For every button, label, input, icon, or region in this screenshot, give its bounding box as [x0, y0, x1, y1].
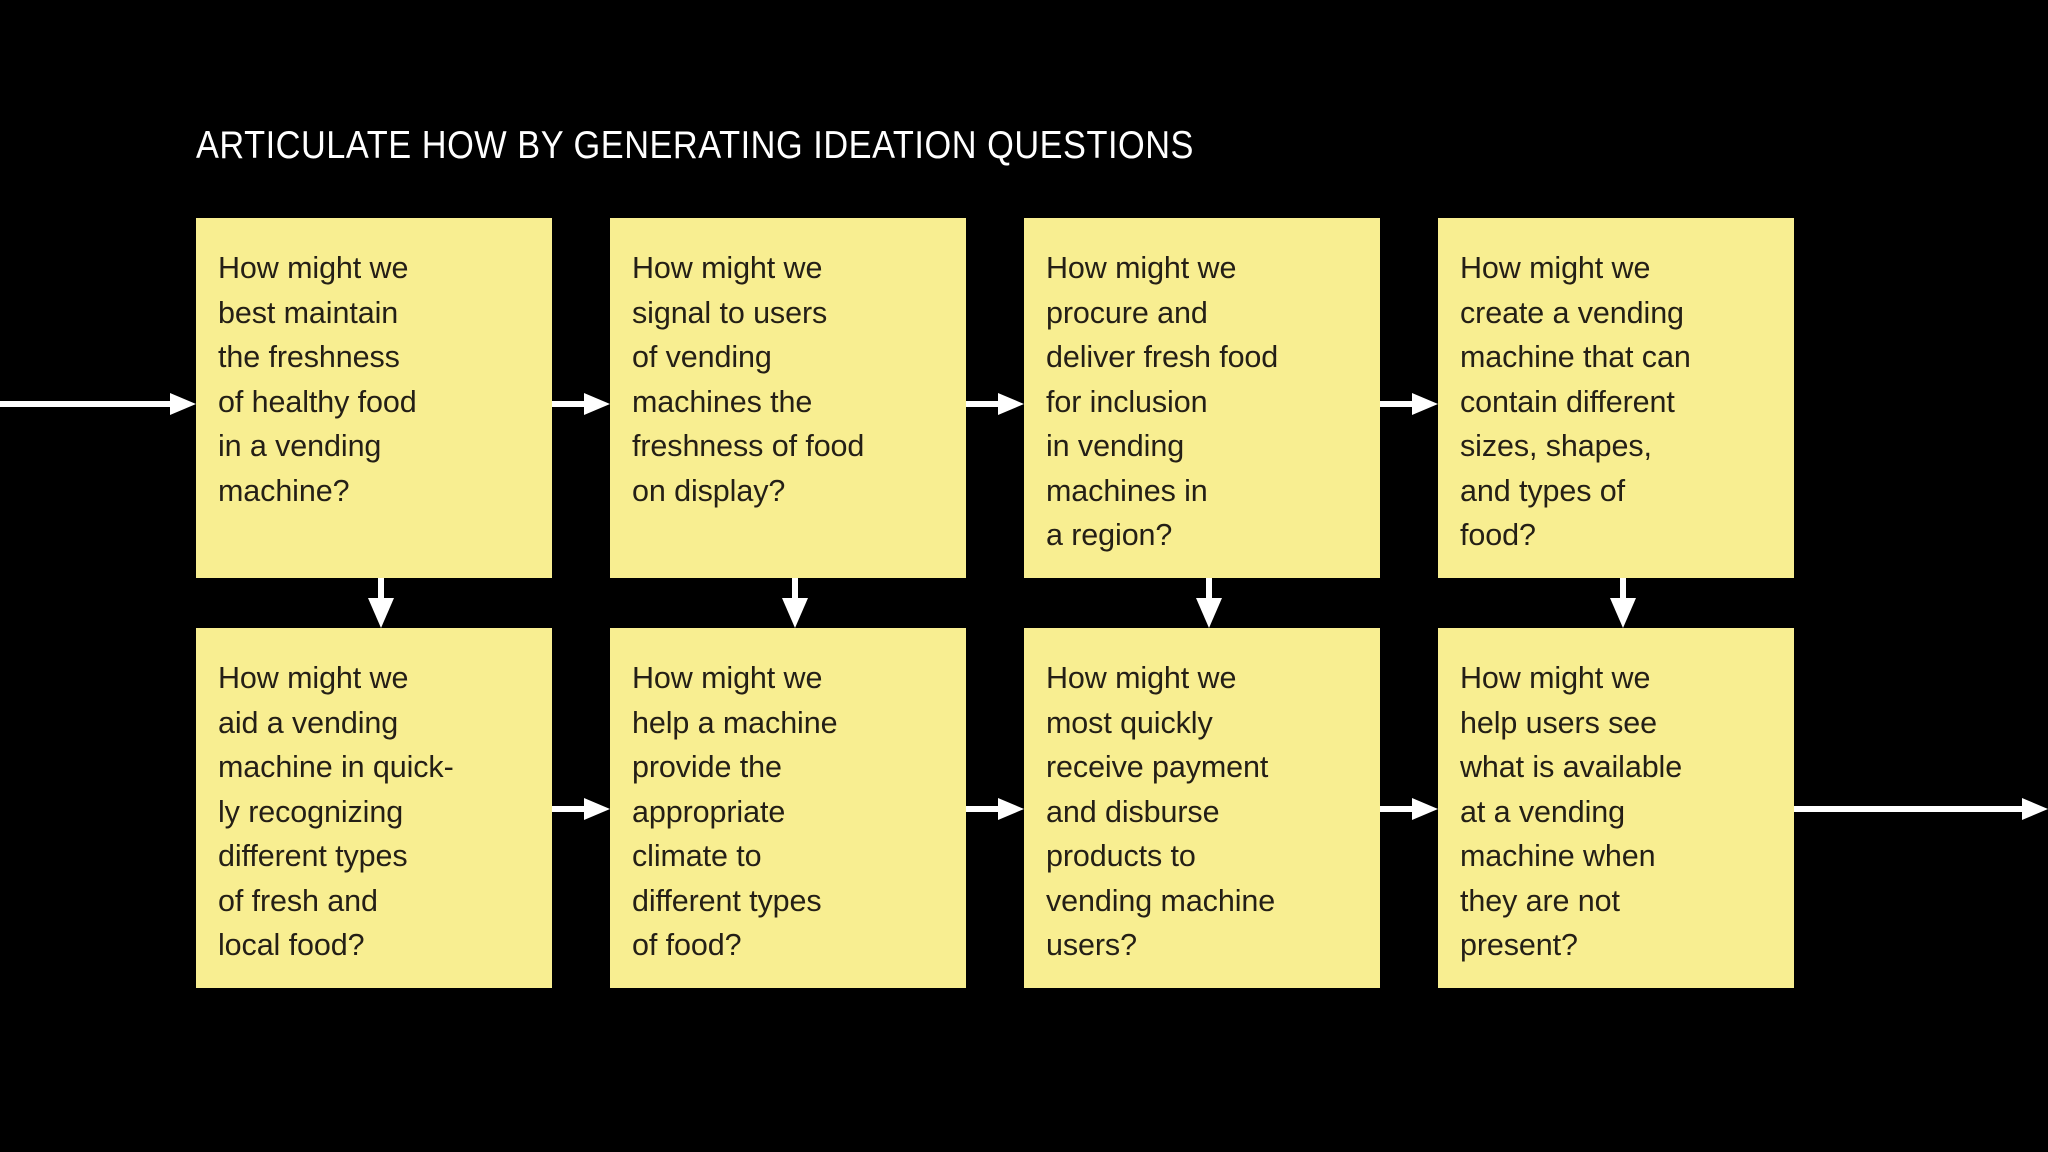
arrow-shaft [1380, 401, 1416, 407]
ideation-card-6[interactable]: How might we help a machine provide the … [610, 628, 966, 988]
arrow-head-icon [2022, 798, 2048, 820]
arrow-head-icon [1412, 798, 1438, 820]
arrow-shaft [378, 578, 384, 602]
arrow-card1-to-card5 [368, 578, 394, 628]
arrow-shaft [1794, 806, 2026, 812]
arrow-head-icon [584, 798, 610, 820]
ideation-card-3[interactable]: How might we procure and deliver fresh f… [1024, 218, 1380, 578]
page-title: ARTICULATE HOW BY GENERATING IDEATION QU… [196, 124, 1194, 167]
arrow-card4-to-card8 [1610, 578, 1636, 628]
flow-in-arrow [0, 393, 196, 415]
arrow-card2-to-card6 [782, 578, 808, 628]
arrow-head-icon [998, 798, 1024, 820]
arrow-head-icon [782, 598, 808, 628]
arrow-shaft [966, 806, 1002, 812]
arrow-head-icon [1610, 598, 1636, 628]
arrow-card6-to-card7 [966, 798, 1024, 820]
arrow-head-icon [1196, 598, 1222, 628]
arrow-head-icon [584, 393, 610, 415]
ideation-card-2[interactable]: How might we signal to users of vending … [610, 218, 966, 578]
arrow-shaft [552, 806, 588, 812]
arrow-card7-to-card8 [1380, 798, 1438, 820]
arrow-shaft [1206, 578, 1212, 602]
flow-out-arrow [1794, 798, 2048, 820]
arrow-shaft [792, 578, 798, 602]
arrow-shaft [0, 401, 172, 407]
arrow-shaft [966, 401, 1002, 407]
arrow-card3-to-card4 [1380, 393, 1438, 415]
arrow-head-icon [368, 598, 394, 628]
ideation-card-8[interactable]: How might we help users see what is avai… [1438, 628, 1794, 988]
arrow-card1-to-card2 [552, 393, 610, 415]
arrow-shaft [552, 401, 588, 407]
ideation-card-5[interactable]: How might we aid a vending machine in qu… [196, 628, 552, 988]
arrow-shaft [1380, 806, 1416, 812]
arrow-head-icon [170, 393, 196, 415]
ideation-card-4[interactable]: How might we create a vending machine th… [1438, 218, 1794, 578]
arrow-shaft [1620, 578, 1626, 602]
arrow-head-icon [1412, 393, 1438, 415]
arrow-head-icon [998, 393, 1024, 415]
ideation-card-1[interactable]: How might we best maintain the freshness… [196, 218, 552, 578]
arrow-card2-to-card3 [966, 393, 1024, 415]
arrow-card5-to-card6 [552, 798, 610, 820]
ideation-card-7[interactable]: How might we most quickly receive paymen… [1024, 628, 1380, 988]
arrow-card3-to-card7 [1196, 578, 1222, 628]
